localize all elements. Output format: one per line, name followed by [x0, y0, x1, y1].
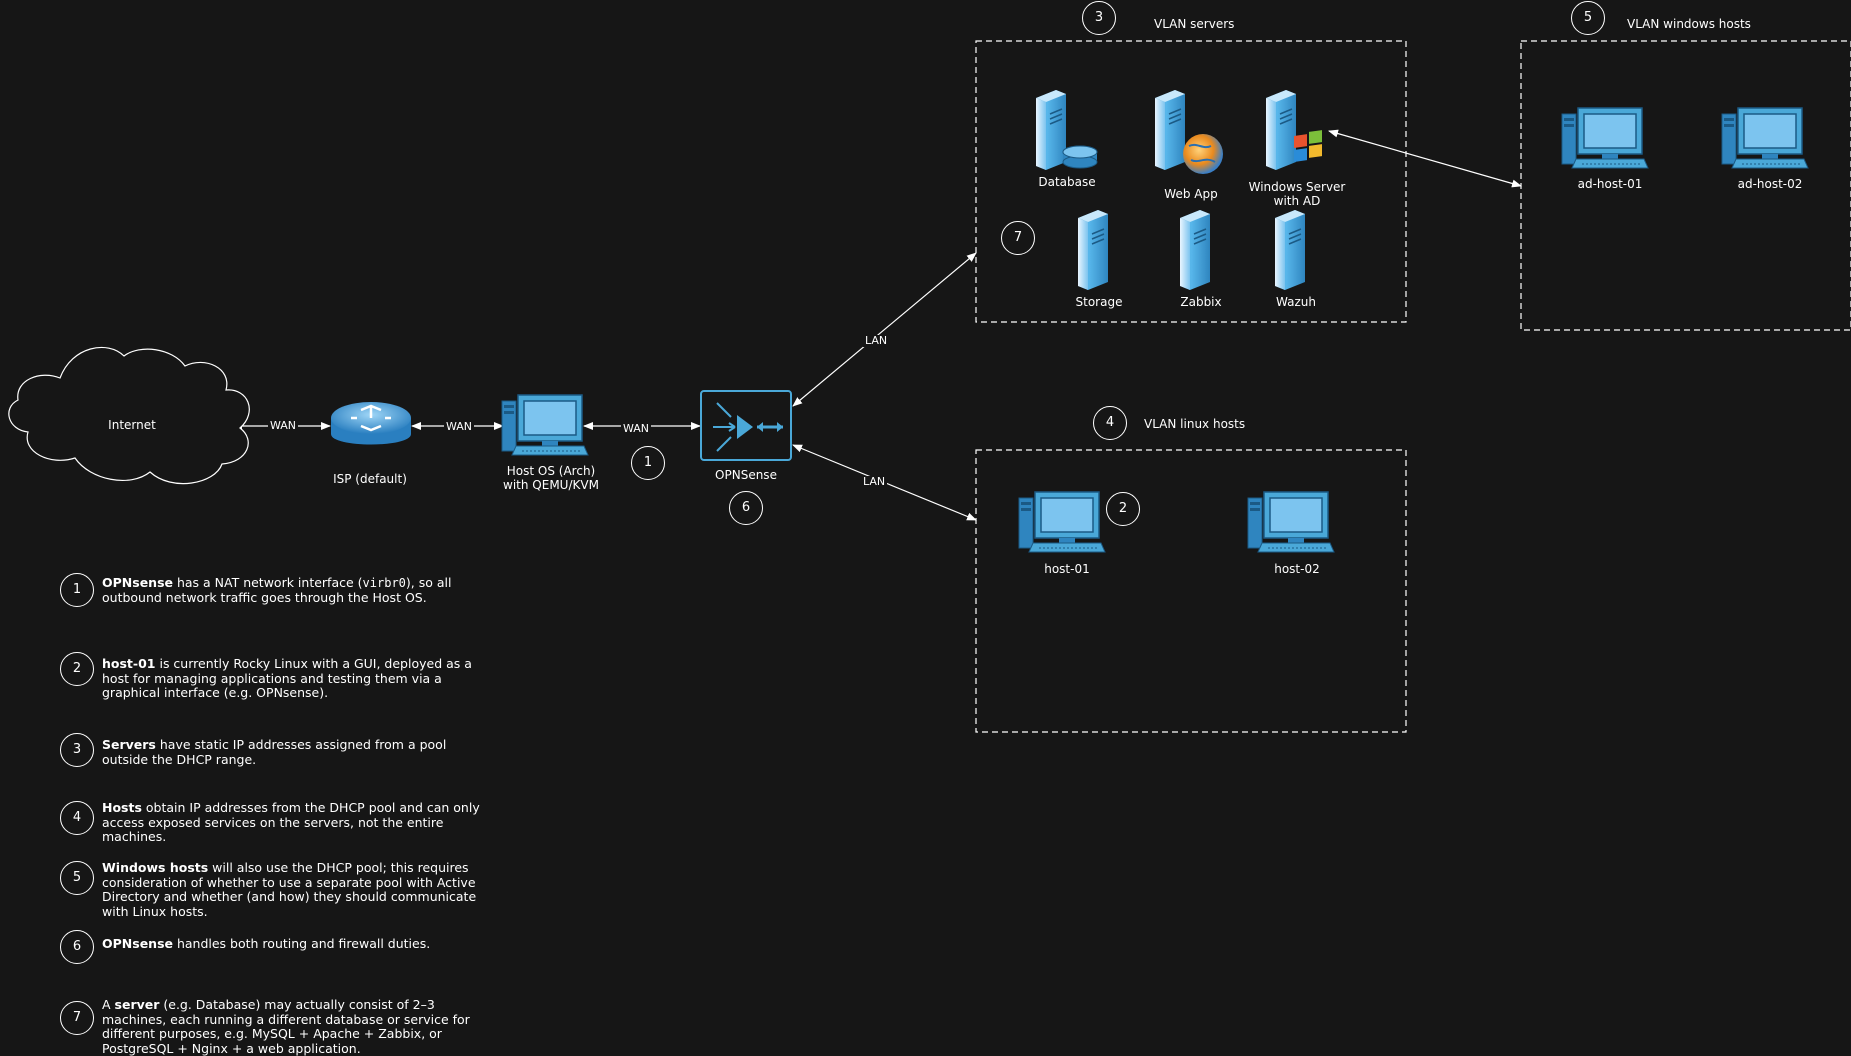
marker-3: 3 [1082, 1, 1116, 35]
note-bold: Hosts [102, 800, 142, 815]
storage-label: Storage [1075, 295, 1123, 309]
note-number: 4 [60, 801, 94, 835]
note-text: OPNsense has a NAT network interface (vi… [102, 575, 482, 605]
wazuh-server-icon [1274, 209, 1306, 291]
firewall-router-icon [700, 390, 792, 461]
host-02-workstation-icon [1247, 491, 1335, 553]
storage-server-icon [1077, 209, 1109, 291]
note-text: A server (e.g. Database) may actually co… [102, 997, 482, 1056]
edge-opnsense-servers [792, 252, 977, 407]
note-bold: OPNsense [102, 936, 173, 951]
note-number: 3 [60, 733, 94, 767]
edge-label-wan1: WAN [268, 419, 299, 432]
windows-server-label-line1: Windows Server [1248, 180, 1346, 194]
edge-label-lan-servers: LAN [863, 334, 890, 347]
opnsense-label: OPNSense [715, 468, 777, 482]
note-code: virbr0 [362, 576, 406, 590]
database-server-icon [1035, 89, 1098, 171]
host-os-label-line1: Host OS (Arch) [506, 464, 596, 478]
marker-2: 2 [1106, 492, 1140, 526]
note-text-body: is currently Rocky Linux with a GUI, dep… [102, 656, 472, 700]
note-text-body: handles both routing and firewall duties… [172, 936, 431, 951]
note-number: 6 [60, 930, 94, 964]
vlan-linux-box [975, 449, 1407, 733]
zabbix-label: Zabbix [1180, 295, 1222, 309]
note-text: Servers have static IP addresses assigne… [102, 737, 482, 767]
note-text-post: ), so all outbound network traffic goes … [102, 575, 452, 605]
marker-4: 4 [1093, 406, 1127, 440]
host-os-label-line2: with QEMU/KVM [503, 478, 599, 492]
note-bold: Servers [102, 737, 156, 752]
note-text-body: have static IP addresses assigned from a… [102, 737, 447, 767]
edge-label-wan2: WAN [444, 420, 475, 433]
edge-winserver-windows [1328, 129, 1522, 188]
note-text: OPNsense handles both routing and firewa… [102, 936, 482, 952]
ad-host-01-label: ad-host-01 [1577, 177, 1643, 191]
cloud-icon [8, 347, 250, 485]
vlan-servers-label: VLAN servers [1154, 17, 1235, 31]
note-text: Hosts obtain IP addresses from the DHCP … [102, 800, 482, 845]
note-text: host-01 is currently Rocky Linux with a … [102, 656, 482, 701]
marker-5: 5 [1571, 1, 1605, 35]
host-02-label: host-02 [1274, 562, 1320, 576]
note-text: Windows hosts will also use the DHCP poo… [102, 860, 482, 919]
windows-server-icon [1265, 89, 1322, 171]
marker-6: 6 [729, 491, 763, 525]
windows-server-label: Windows Server with AD [1237, 180, 1357, 208]
edge-label-lan-hosts: LAN [861, 475, 888, 488]
marker-1: 1 [631, 446, 665, 480]
note-text-lead: A [102, 997, 115, 1012]
note-text-body: (e.g. Database) may actually consist of … [102, 997, 470, 1056]
note-bold: host-01 [102, 656, 156, 671]
host-01-workstation-icon [1018, 491, 1106, 553]
ad-host-02-workstation-icon [1721, 107, 1809, 169]
windows-server-label-line2: with AD [1273, 194, 1321, 208]
database-label: Database [1038, 175, 1096, 189]
router-icon [331, 402, 411, 445]
edge-label-wan3: WAN [621, 422, 652, 435]
workstation-icon [501, 394, 589, 456]
note-number: 1 [60, 573, 94, 607]
isp-label: ISP (default) [333, 472, 407, 486]
ad-host-01-workstation-icon [1561, 107, 1649, 169]
host-os-label: Host OS (Arch) with QEMU/KVM [486, 464, 616, 492]
web-app-label: Web App [1164, 187, 1218, 201]
wazuh-label: Wazuh [1276, 295, 1316, 309]
note-text-body: obtain IP addresses from the DHCP pool a… [102, 800, 480, 844]
host-01-label: host-01 [1044, 562, 1090, 576]
marker-7: 7 [1001, 221, 1035, 255]
note-bold: OPNsense [102, 575, 173, 590]
zabbix-server-icon [1179, 209, 1211, 291]
vlan-linux-label: VLAN linux hosts [1144, 417, 1246, 431]
note-text-body: will also use the DHCP pool; this requir… [102, 860, 477, 919]
note-number: 2 [60, 652, 94, 686]
ad-host-02-label: ad-host-02 [1737, 177, 1803, 191]
note-number: 7 [60, 1001, 94, 1035]
note-bold: server [114, 997, 160, 1012]
note-text-pre: has a NAT network interface ( [172, 575, 363, 590]
internet-label: Internet [108, 418, 156, 432]
web-server-icon [1154, 89, 1223, 174]
vlan-windows-label: VLAN windows hosts [1627, 17, 1751, 31]
note-number: 5 [60, 861, 94, 895]
note-bold: Windows hosts [102, 860, 209, 875]
